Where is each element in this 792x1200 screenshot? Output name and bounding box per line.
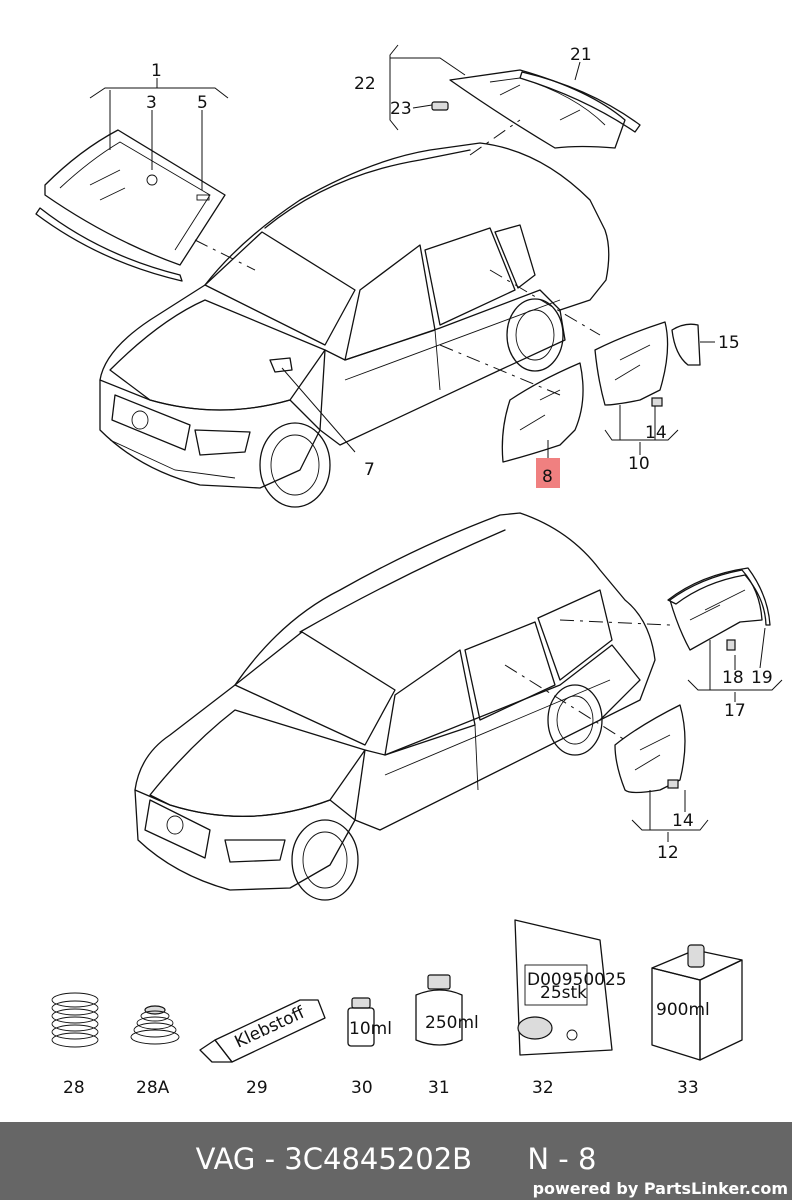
callout-15[interactable]: 15 — [718, 333, 740, 353]
rear-window-part — [431, 69, 641, 149]
wagon-body — [134, 512, 656, 901]
highlight-marker — [536, 458, 560, 488]
callout-10[interactable]: 10 — [628, 454, 650, 474]
brand-text: VAG — [195, 1142, 256, 1176]
callout-14-top[interactable]: 14 — [645, 423, 667, 443]
callout-1[interactable]: 1 — [151, 61, 162, 81]
callout-19[interactable]: 19 — [751, 668, 773, 688]
callout-31[interactable]: 31 — [428, 1078, 450, 1098]
callout-18[interactable]: 18 — [722, 668, 744, 688]
bag-32: D00950025 25stk — [514, 919, 627, 1056]
callout-22[interactable]: 22 — [354, 74, 376, 94]
sedan-body — [99, 142, 610, 508]
box-label: 900ml — [656, 1000, 710, 1020]
bag-label-line1: D00950025 — [527, 970, 627, 990]
callout-7[interactable]: 7 — [364, 460, 375, 480]
callout-33[interactable]: 33 — [677, 1078, 699, 1098]
callout-8[interactable]: 8 — [542, 467, 553, 487]
callout-30[interactable]: 30 — [351, 1078, 373, 1098]
leader-lines — [89, 44, 783, 842]
callout-21[interactable]: 21 — [570, 45, 592, 65]
callout-5[interactable]: 5 — [197, 93, 208, 113]
brand-separator: - — [255, 1142, 285, 1176]
footer-title: VAG - 3C4845202B N - 8 — [0, 1142, 792, 1176]
tube-29: Klebstoff — [199, 999, 326, 1063]
windshield-part — [35, 129, 226, 282]
callout-28[interactable]: 28 — [63, 1078, 85, 1098]
callout-23[interactable]: 23 — [390, 99, 412, 119]
footer-bar: VAG - 3C4845202B N - 8 powered by PartsL… — [0, 1122, 792, 1200]
spring-28 — [51, 992, 99, 1048]
callout-12[interactable]: 12 — [657, 843, 679, 863]
vial-label: 10ml — [349, 1019, 392, 1039]
wagon-window-parts — [614, 567, 771, 794]
callout-17[interactable]: 17 — [724, 701, 746, 721]
box-33: 900ml — [651, 944, 743, 1061]
powered-by-link[interactable]: powered by PartsLinker.com — [532, 1179, 788, 1198]
callout-3[interactable]: 3 — [146, 93, 157, 113]
spring-28a — [130, 1005, 180, 1045]
bag-label-line2: 25stk — [540, 983, 587, 1003]
callout-14-bottom[interactable]: 14 — [672, 811, 694, 831]
callout-29[interactable]: 29 — [246, 1078, 268, 1098]
part-number-text: 3C4845202B — [284, 1142, 473, 1176]
vial-30: 10ml — [347, 997, 392, 1047]
callout-32[interactable]: 32 — [532, 1078, 554, 1098]
jar-label: 250ml — [425, 1013, 479, 1033]
consumables: Klebstoff 10ml 250ml D00950025 25stk — [51, 919, 743, 1063]
callout-28a[interactable]: 28A — [136, 1078, 170, 1098]
position-text: N - 8 — [527, 1142, 597, 1176]
parts-diagram: Klebstoff 10ml 250ml D00950025 25stk — [35, 44, 783, 1098]
title-gap — [472, 1142, 527, 1176]
jar-31: 250ml — [415, 974, 479, 1046]
sedan-door-glass — [501, 321, 701, 463]
callouts: 1 3 5 22 23 21 7 8 10 14 15 18 19 17 14 … — [63, 45, 773, 1098]
